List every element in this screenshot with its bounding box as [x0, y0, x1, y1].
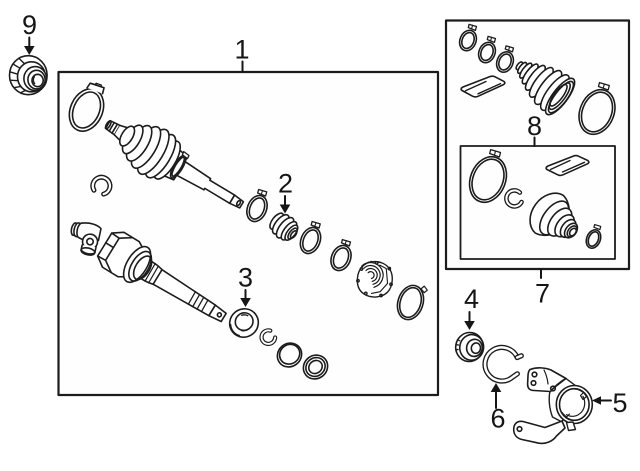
svg-text:5: 5: [612, 388, 627, 418]
svg-text:7: 7: [535, 279, 550, 309]
svg-text:6: 6: [490, 404, 505, 434]
svg-text:2: 2: [278, 169, 293, 199]
svg-text:8: 8: [527, 111, 542, 141]
svg-text:1: 1: [234, 35, 249, 65]
svg-text:9: 9: [22, 10, 37, 40]
svg-text:4: 4: [464, 284, 479, 314]
svg-text:3: 3: [238, 263, 253, 293]
